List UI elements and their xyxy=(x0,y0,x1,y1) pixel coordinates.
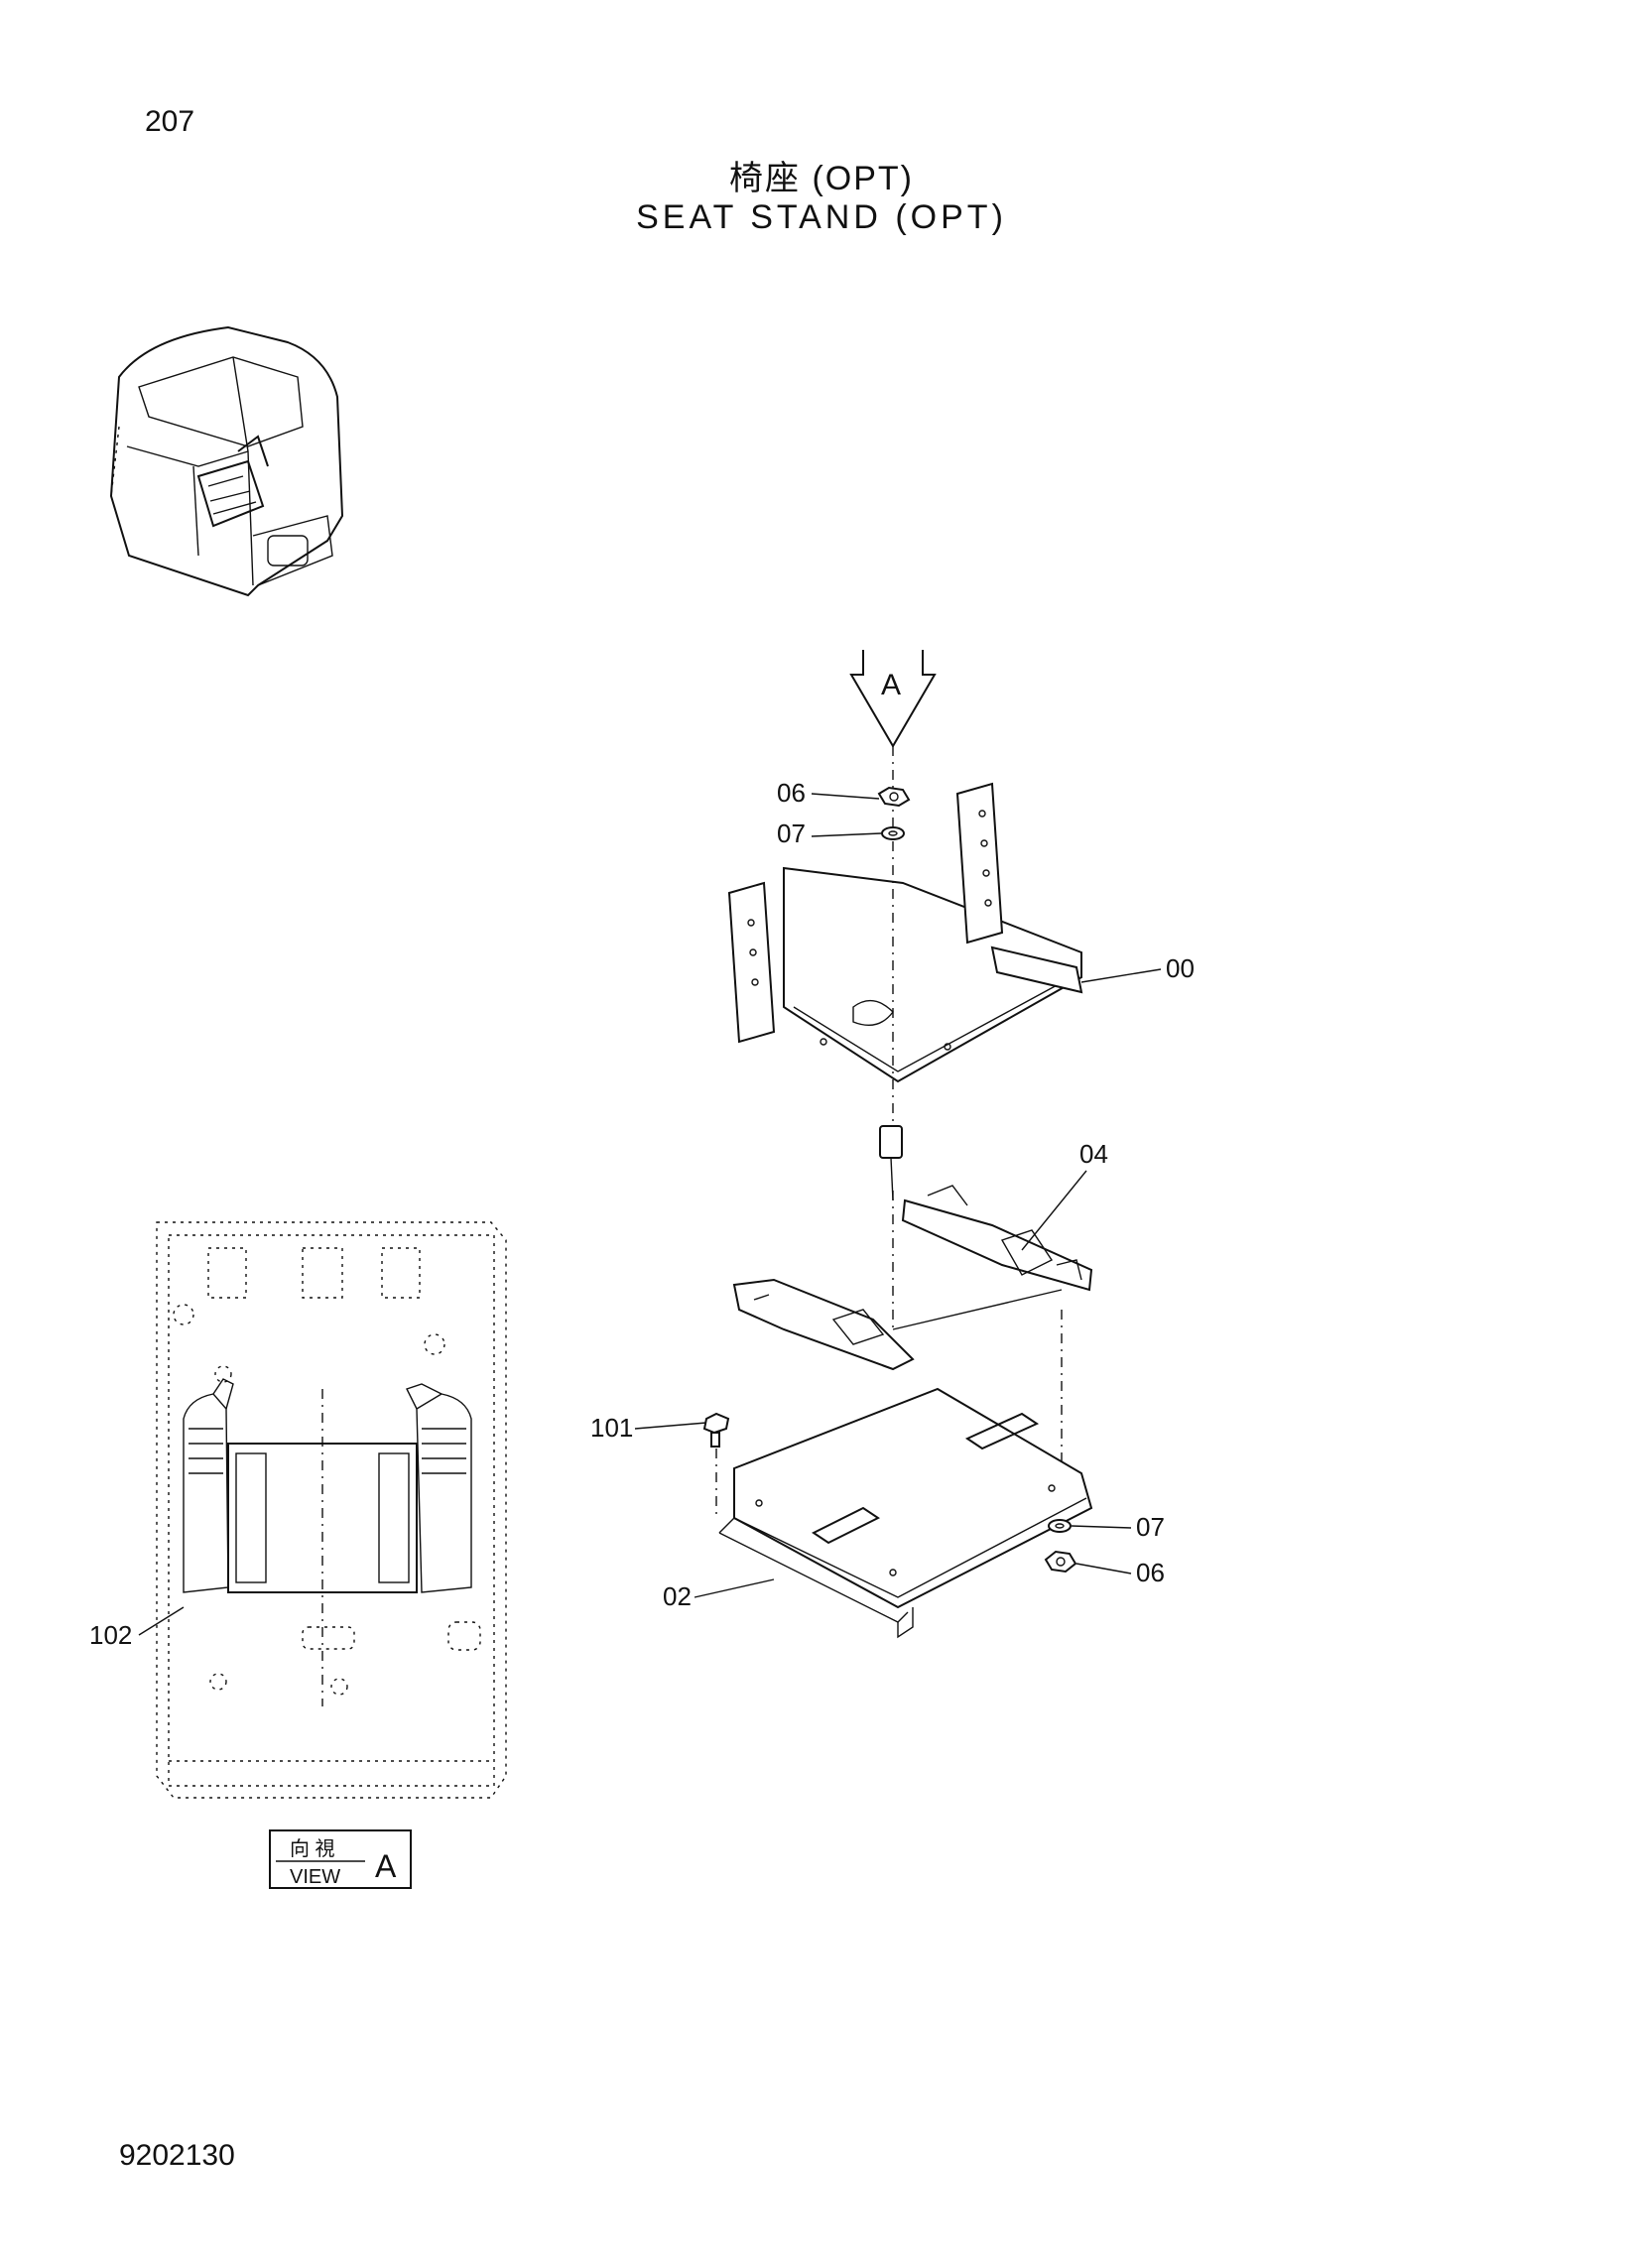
document-number: 9202130 xyxy=(119,2139,235,2172)
seat-stand-bracket xyxy=(727,782,1083,1083)
nut-06-top xyxy=(877,786,911,808)
view-box-view: VIEW xyxy=(290,1866,340,1888)
callout-06-top: 06 xyxy=(777,778,806,808)
view-arrow: A xyxy=(849,650,937,748)
view-arrow-label: A xyxy=(881,669,901,701)
callout-00: 00 xyxy=(1166,953,1195,983)
callout-06-bottom: 06 xyxy=(1136,1558,1165,1587)
washer-07-bottom xyxy=(1048,1519,1072,1533)
callout-07-top: 07 xyxy=(777,819,806,848)
view-a-floor-plan xyxy=(156,1221,507,1799)
callout-04: 04 xyxy=(1079,1139,1108,1169)
view-box-jp: 向 視 xyxy=(290,1837,335,1860)
base-plate xyxy=(718,1387,1093,1639)
callout-102: 102 xyxy=(89,1620,132,1650)
callout-07-bottom: 07 xyxy=(1136,1512,1165,1542)
cab-thumbnail xyxy=(109,325,344,597)
nut-06-bottom xyxy=(1044,1550,1077,1574)
callout-02: 02 xyxy=(663,1581,692,1611)
bolt-101 xyxy=(702,1412,730,1448)
view-box-letter: A xyxy=(375,1848,397,1884)
view-a-label-box: 向 視 VIEW A xyxy=(269,1829,412,1889)
title-english: SEAT STAND (OPT) xyxy=(636,198,1007,236)
callouts: 06 07 00 04 101 07 06 02 102 xyxy=(89,778,1195,1650)
washer-07-top xyxy=(881,826,905,840)
callout-101: 101 xyxy=(590,1413,633,1443)
page-number: 207 xyxy=(145,105,195,138)
title-japanese: 椅座 (OPT) xyxy=(729,160,914,197)
slide-rail xyxy=(732,1125,1093,1371)
